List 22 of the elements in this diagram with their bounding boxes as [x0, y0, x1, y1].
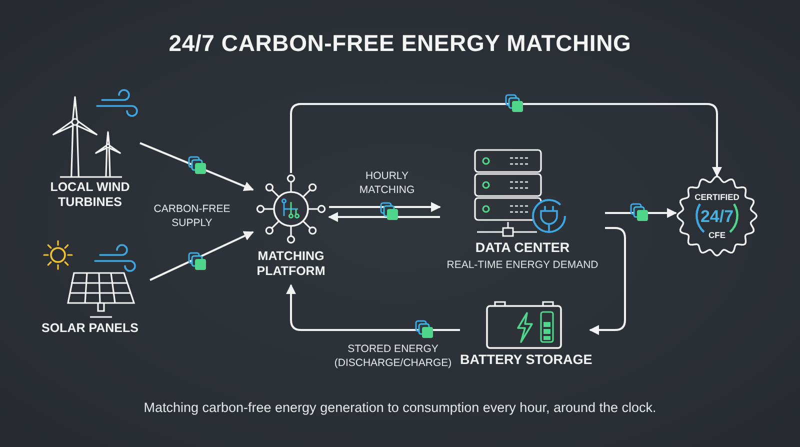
node-title: SOLAR PANELS	[40, 321, 140, 336]
connector-arrow	[140, 142, 254, 191]
connector-arrow	[328, 212, 440, 222]
flow-label: CARBON-FREE SUPPLY	[152, 203, 232, 230]
connector-arrow	[150, 231, 254, 281]
connector-arrow	[286, 284, 460, 332]
node-title: LOCAL WIND TURBINES	[49, 180, 131, 210]
connector-arrow	[605, 208, 677, 218]
node-title: BATTERY STORAGE	[460, 352, 590, 368]
edge-label: HOURLY MATCHING	[358, 170, 416, 198]
badge-label: CFE	[708, 231, 726, 240]
node-subtitle: REAL-TIME ENERGY DEMAND	[446, 259, 598, 272]
caption: Matching carbon-free energy generation to consumption every hour, around the clock.	[142, 400, 658, 415]
connector-arrow	[589, 227, 626, 336]
diagram-title: 24/7 CARBON-FREE ENERGY MATCHING	[168, 30, 632, 57]
edge-label: STORED ENERGY (DISCHARGE/CHARGE)	[333, 343, 453, 370]
node-title: MATCHING PLATFORM	[256, 249, 326, 279]
connector-arrow	[329, 202, 441, 212]
badge-value: 24/7	[699, 208, 735, 225]
badge-label: CERTIFIED	[694, 193, 740, 202]
connector-arrow	[290, 103, 722, 177]
node-title: DATA CENTER	[474, 240, 571, 256]
